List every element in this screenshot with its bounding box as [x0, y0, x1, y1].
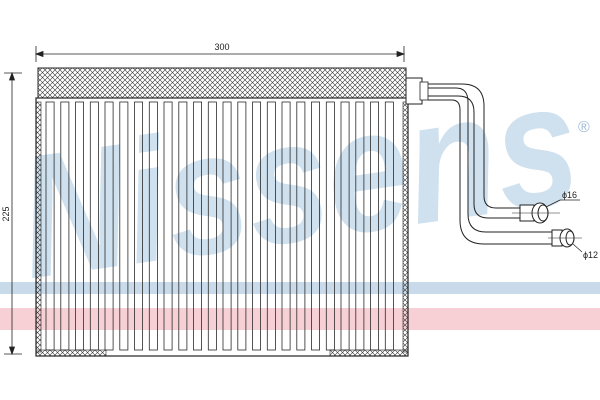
- height-dimension: [4, 71, 22, 356]
- pipe-leaders: [545, 199, 583, 253]
- pipe-small: [428, 87, 556, 245]
- core-tube: [178, 101, 188, 351]
- core-tube: [281, 101, 291, 351]
- width-dimension: [34, 46, 406, 62]
- core-tube: [311, 101, 321, 351]
- core-tube: [104, 101, 114, 351]
- height-dimension-label: 225: [1, 206, 11, 221]
- core-tube: [222, 101, 232, 351]
- core-tube: [252, 101, 262, 351]
- pipe-flange: [419, 81, 429, 101]
- watermark-stripe-pink: [0, 308, 600, 330]
- core-tube: [237, 101, 247, 351]
- bottom-tank-right: [329, 349, 409, 357]
- core-tube: [163, 101, 173, 351]
- core-tube: [296, 101, 306, 351]
- core-tube: [193, 101, 203, 351]
- pipe-small-diameter-label: ϕ12: [583, 250, 598, 260]
- pipe-large-diameter-label: ϕ16: [562, 190, 577, 200]
- bottom-tank-left: [35, 349, 107, 357]
- pipe-large: [428, 83, 530, 219]
- width-dimension-label: 300: [214, 42, 229, 52]
- core-tube: [207, 101, 217, 351]
- fitting-large: [512, 202, 560, 224]
- watermark-registered-mark: ®: [578, 119, 590, 136]
- core-tube: [134, 101, 144, 351]
- fitting-small: [548, 228, 582, 248]
- core-tube: [148, 101, 158, 351]
- side-plate-left: [35, 101, 42, 353]
- side-plate-right: [402, 101, 409, 353]
- watermark-stripe-blue: [0, 282, 600, 294]
- header-tank: [37, 67, 407, 99]
- core-tube: [266, 101, 276, 351]
- core-tube: [119, 101, 129, 351]
